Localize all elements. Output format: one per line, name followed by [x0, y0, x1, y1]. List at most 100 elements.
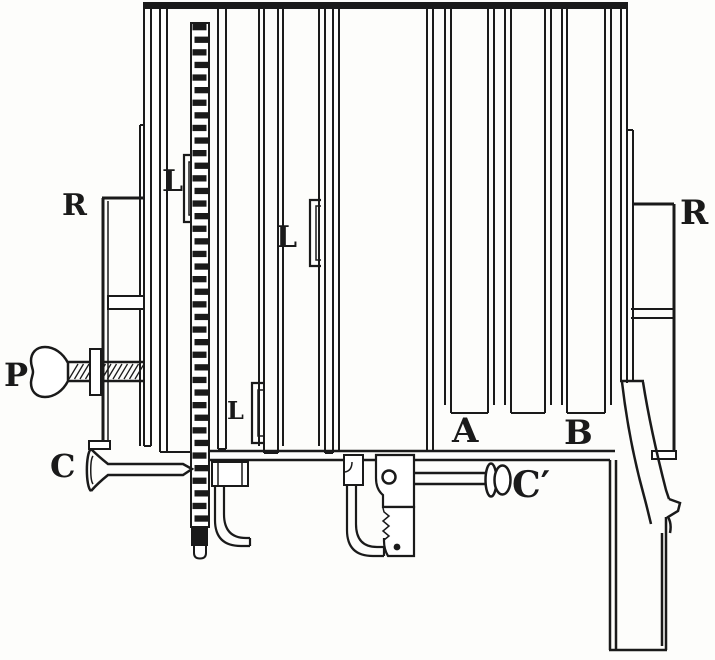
- rack-teeth: [192, 24, 209, 522]
- rack-tooth: [192, 124, 207, 132]
- rack-tooth: [194, 439, 209, 447]
- latch-plate-small: [250, 381, 264, 445]
- rack-tooth: [192, 351, 207, 358]
- rack-tooth: [192, 200, 207, 207]
- clamp-serration: [381, 507, 391, 541]
- rack-tooth: [192, 427, 207, 434]
- screw-plate: [89, 348, 102, 396]
- label-c-prime: C′: [512, 464, 550, 506]
- bracket-crossbar: [107, 295, 145, 310]
- clamp-jtube: [345, 485, 386, 558]
- clamp-assembly: [343, 453, 416, 558]
- hanger-tube-left: [211, 461, 252, 548]
- rack-tooth: [192, 276, 207, 283]
- lever-left-edge: [620, 381, 653, 525]
- label-b: B: [564, 413, 593, 453]
- top-rail: [143, 2, 628, 9]
- hatch-line: [101, 363, 112, 380]
- rack-tooth: [192, 250, 207, 258]
- release-lever: [608, 379, 682, 652]
- right-bracket-foot: [651, 450, 677, 460]
- rack-tooth: [192, 502, 207, 510]
- lever-hook: [666, 497, 682, 534]
- hatch-line: [112, 363, 123, 380]
- vertical-slats-right: [426, 9, 634, 450]
- rack-tooth: [194, 389, 209, 396]
- rack-tooth: [194, 213, 209, 220]
- hatch-line: [128, 363, 140, 380]
- label-l-middle: L: [276, 220, 297, 255]
- label-c: C: [50, 447, 75, 485]
- lever-right-edge: [641, 381, 671, 500]
- hatch-line: [123, 363, 134, 380]
- rack-tooth: [194, 61, 209, 69]
- rack-tooth: [192, 301, 207, 308]
- hatch-line: [117, 363, 129, 380]
- screw-shaft-hatching: [68, 363, 145, 380]
- left-guide-bracket: [88, 196, 145, 450]
- rack-tooth: [192, 225, 207, 232]
- clamp-hook-top: [343, 454, 364, 486]
- rack-tooth: [192, 175, 207, 182]
- hatch-line: [134, 363, 145, 380]
- rack-tooth: [192, 49, 207, 56]
- rack-tooth: [194, 263, 209, 270]
- funnel-rod: [85, 447, 195, 493]
- label-a: A: [451, 411, 479, 451]
- rack-body: [190, 22, 210, 528]
- rack-tooth: [194, 364, 209, 371]
- rack-tooth: [194, 414, 209, 421]
- hatch-line: [106, 363, 118, 380]
- right-guide-bracket: [631, 202, 677, 460]
- rack-tooth: [194, 490, 209, 497]
- rack-tooth: [194, 87, 209, 94]
- rack-tooth: [194, 339, 209, 346]
- label-r-right: R: [680, 193, 709, 233]
- rack-tooth: [194, 162, 209, 169]
- rack: [190, 22, 210, 560]
- rack-tooth: [194, 238, 209, 245]
- vertical-slats-left: [139, 9, 191, 453]
- rack-tooth: [192, 150, 207, 157]
- label-l-small: L: [227, 396, 244, 425]
- rack-tip: [193, 546, 207, 560]
- funnel-mouth: [85, 447, 93, 493]
- rack-tooth: [192, 376, 207, 384]
- thumbscrew: [29, 345, 145, 399]
- clamp-pin-dot: [393, 543, 401, 551]
- clamp-pivot-hole: [381, 469, 397, 485]
- rack-tooth: [192, 402, 207, 409]
- bracket-foot: [88, 440, 111, 450]
- top-rail-bar: [143, 2, 628, 9]
- rack-tooth: [192, 24, 207, 31]
- label-r-left: R: [62, 188, 88, 223]
- rack-tooth: [194, 313, 209, 321]
- latch-plate-middle: [308, 198, 321, 268]
- rod-disc: [493, 464, 512, 496]
- hatch-line: [73, 363, 85, 380]
- screw-knob: [29, 345, 70, 399]
- rack-tooth: [194, 288, 209, 295]
- rack-tooth: [194, 515, 209, 522]
- rack-tooth: [192, 99, 207, 106]
- rack-tooth: [192, 326, 207, 333]
- rack-tooth: [194, 465, 209, 472]
- clamp-lower-bar: [382, 505, 416, 558]
- connecting-rod: [414, 462, 512, 498]
- lower-right-bar: [608, 460, 668, 652]
- label-p: P: [4, 356, 28, 394]
- rack-tooth: [192, 452, 207, 459]
- labels: R L L L P C A B C′ R: [4, 164, 709, 506]
- rack-tooth: [194, 36, 209, 43]
- latch-plate-top: [182, 153, 192, 224]
- rack-tooth: [192, 74, 207, 81]
- rack-tooth: [194, 187, 209, 195]
- hatch-line: [68, 363, 79, 380]
- screw-shaft: [68, 360, 144, 383]
- rack-tooth: [194, 112, 209, 119]
- hatch-line: [79, 363, 90, 380]
- vertical-slats-middle: [217, 9, 340, 454]
- rack-lower-end: [191, 527, 208, 546]
- label-l-top: L: [162, 164, 183, 199]
